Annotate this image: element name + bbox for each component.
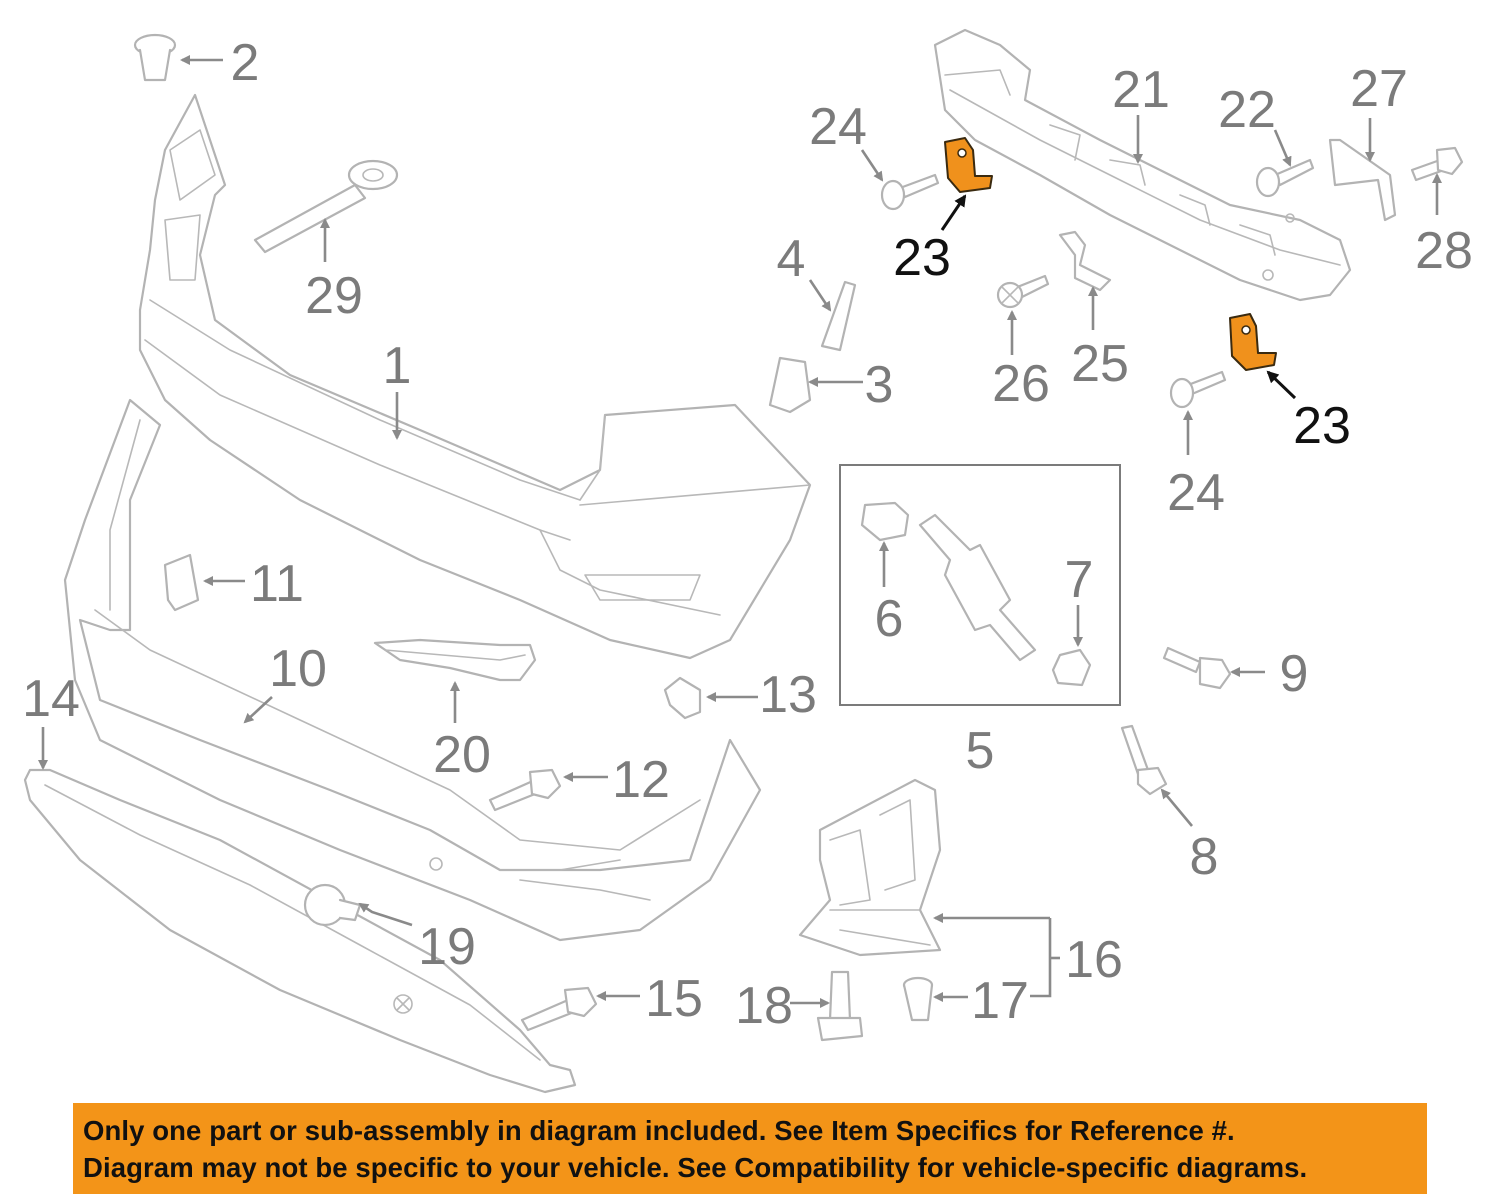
callout-24a: 24	[809, 98, 867, 156]
retainer-clip-part	[768, 356, 812, 414]
subassembly-box	[839, 464, 1121, 706]
callout-25: 25	[1071, 335, 1129, 393]
bolt-8-part	[1120, 724, 1168, 796]
bolt-9-part	[1162, 646, 1232, 690]
callout-23b: 23	[1293, 397, 1351, 455]
callout-8: 8	[1190, 828, 1219, 886]
bolt-28-part	[1410, 146, 1464, 182]
callout-18: 18	[735, 977, 793, 1035]
callout-1: 1	[383, 337, 412, 395]
screw-26-part	[996, 274, 1050, 309]
callout-27: 27	[1350, 60, 1408, 118]
callout-5: 5	[966, 722, 995, 780]
callout-17: 17	[971, 972, 1029, 1030]
bracket-assembly-part	[798, 778, 942, 957]
callout-12: 12	[612, 751, 670, 809]
callout-28: 28	[1415, 222, 1473, 280]
callout-26: 26	[992, 355, 1050, 413]
callout-23a: 23	[893, 229, 951, 287]
lower-bumper-cover-part	[63, 398, 762, 942]
clip-7-part	[1051, 648, 1092, 687]
screw-24a-part	[880, 173, 940, 211]
callout-11: 11	[250, 555, 304, 613]
callout-4: 4	[777, 230, 806, 288]
callout-14: 14	[22, 670, 80, 728]
bracket-25-part	[1058, 230, 1112, 292]
callout-24b: 24	[1167, 464, 1225, 522]
callout-3: 3	[865, 356, 894, 414]
callout-19: 19	[418, 918, 476, 976]
callout-13: 13	[759, 666, 817, 724]
sensor-19-part	[303, 883, 362, 927]
bolt-15-part	[520, 986, 598, 1032]
callouts: 1 2 3 4 5 6 7 8 9 10 11 12 13 14 15 16 1…	[22, 34, 1473, 1035]
callout-9: 9	[1280, 645, 1309, 703]
callout-6: 6	[875, 590, 904, 648]
nut-17-part	[902, 976, 934, 1022]
disclaimer-line-1: Only one part or sub-assembly in diagram…	[83, 1114, 1235, 1146]
clip-6-part	[860, 501, 910, 542]
bumper-reinforcement-part	[933, 28, 1352, 302]
push-pin-part	[133, 33, 177, 82]
valance-part	[23, 768, 577, 1094]
callout-7: 7	[1065, 551, 1094, 609]
callout-29: 29	[305, 267, 363, 325]
highlighted-bracket-23b	[1229, 313, 1277, 371]
bumper-cover-part	[138, 93, 812, 660]
retainer-pin-part	[820, 280, 857, 352]
callout-16: 16	[1065, 931, 1123, 989]
screw-22-part	[1255, 158, 1315, 198]
callout-10: 10	[269, 640, 327, 698]
bracket-strip-part	[918, 513, 1037, 662]
highlighted-bracket-23a	[944, 137, 993, 193]
screw-24b-part	[1169, 370, 1227, 409]
callout-21: 21	[1112, 61, 1170, 119]
leader-lines	[38, 55, 1442, 1008]
callout-20: 20	[433, 726, 491, 784]
clip-13-part	[663, 676, 702, 720]
bolt-12-part	[488, 768, 562, 812]
callout-15: 15	[645, 970, 703, 1028]
pin-18-part	[816, 970, 864, 1042]
callout-2: 2	[231, 34, 260, 92]
clip-11-part	[163, 553, 200, 612]
tow-hook-part	[253, 159, 399, 254]
bracket-27-part	[1328, 138, 1397, 222]
trim-strip-part	[373, 638, 537, 682]
disclaimer-banner: Only one part or sub-assembly in diagram…	[73, 1103, 1427, 1194]
disclaimer-line-2: Diagram may not be specific to your vehi…	[83, 1151, 1308, 1183]
callout-22: 22	[1218, 81, 1276, 139]
